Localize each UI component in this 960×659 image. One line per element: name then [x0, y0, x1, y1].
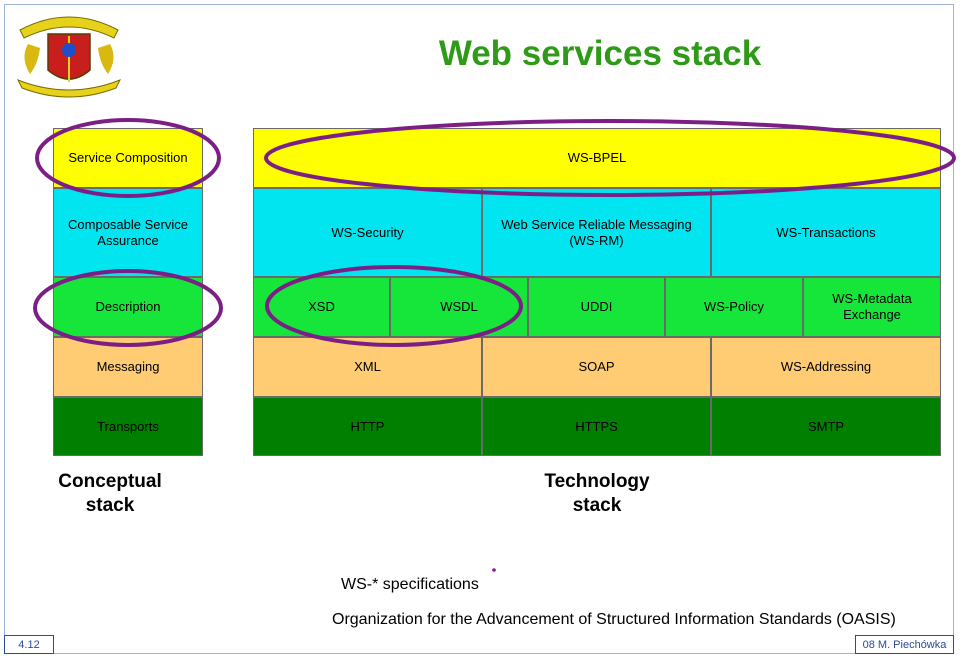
spec-smtp: SMTP — [711, 397, 941, 456]
spec-ws-bpel: WS-BPEL — [253, 128, 941, 188]
caption-conceptual-stack: Conceptual stack — [58, 471, 162, 516]
caption-technology-stack: Technology stack — [544, 471, 650, 516]
spec-ws-addressing: WS-Addressing — [711, 337, 941, 397]
row-label-service-composition: Service Composition — [53, 128, 203, 188]
spec-wsdl: WSDL — [390, 277, 528, 337]
spec-xml: XML — [253, 337, 482, 397]
spec-ws-metadata-exchange: WS-Metadata Exchange — [803, 277, 941, 337]
row-label-description: Description — [53, 277, 203, 337]
university-crest-logo — [10, 8, 128, 100]
slide-title: Web services stack — [438, 34, 762, 73]
slide-frame — [4, 4, 954, 654]
spec-https: HTTPS — [482, 397, 711, 456]
spec-ws-security: WS-Security — [253, 188, 482, 277]
slide-number: 4.12 — [4, 635, 54, 654]
spec-xsd: XSD — [253, 277, 390, 337]
oasis-note: Organization for the Advancement of Stru… — [332, 611, 896, 628]
row-label-service-assurance: Composable Service Assurance — [53, 188, 203, 277]
row-label-messaging: Messaging — [53, 337, 203, 397]
spec-http: HTTP — [253, 397, 482, 456]
spec-ws-policy: WS-Policy — [665, 277, 803, 337]
spec-soap: SOAP — [482, 337, 711, 397]
author-credit: 08 M. Piechówka — [855, 635, 954, 654]
spec-ws-transactions: WS-Transactions — [711, 188, 941, 277]
row-label-transports: Transports — [53, 397, 203, 456]
spec-uddi: UDDI — [528, 277, 665, 337]
ws-specifications-note: WS-* specifications — [341, 576, 479, 593]
spec-ws-rm: Web Service Reliable Messaging (WS-RM) — [482, 188, 711, 277]
